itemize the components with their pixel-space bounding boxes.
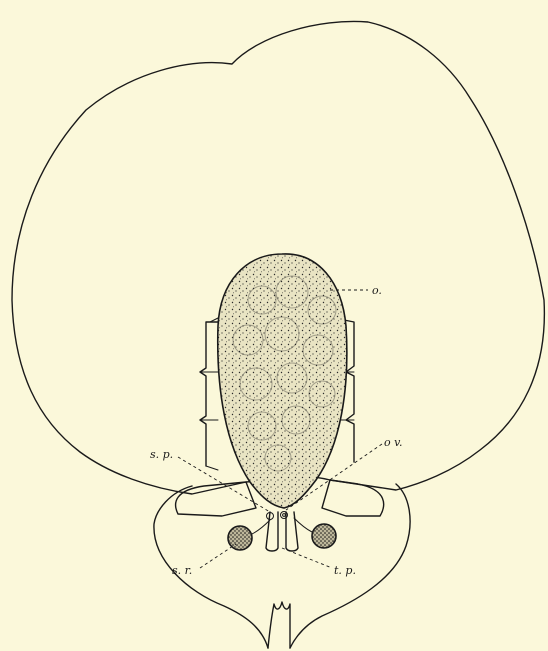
leader-s-r (200, 544, 236, 568)
label-s-p: s. p. (150, 448, 173, 461)
label-oviduct: o v. (384, 436, 403, 449)
leader-t-p (282, 548, 332, 568)
spermatheca-right (294, 518, 336, 548)
label-ovary: o. (372, 284, 382, 297)
label-t-p: t. p. (334, 564, 356, 577)
chamber-right (322, 480, 384, 516)
central-tubes (266, 512, 298, 552)
label-s-r: s. r. (172, 564, 192, 577)
lower-notch (268, 602, 290, 648)
spermatheca-left (228, 520, 270, 550)
